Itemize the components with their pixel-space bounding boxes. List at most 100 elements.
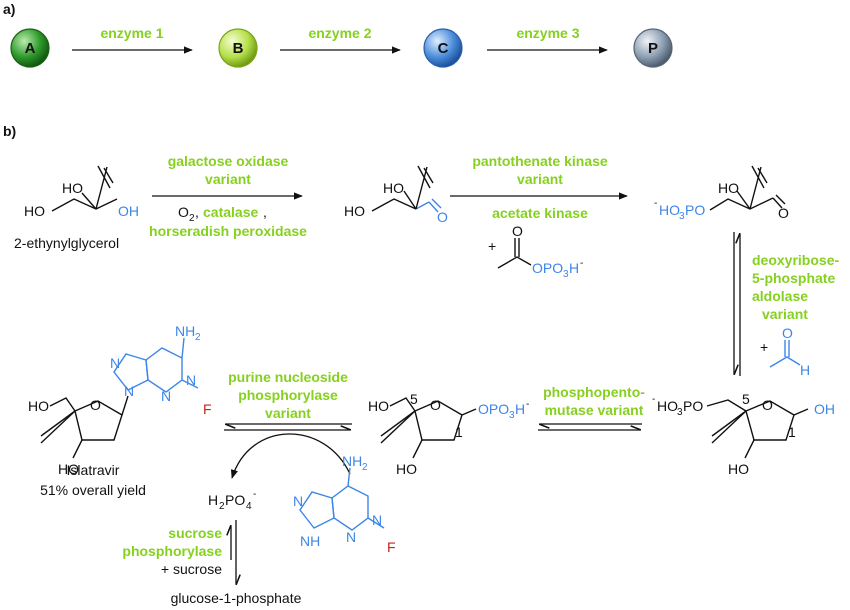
- node-P: P: [633, 28, 673, 68]
- step4-enzyme-line1: phosphopento-: [543, 384, 645, 400]
- enzyme-1-label: enzyme 1: [100, 25, 163, 41]
- node-A-label: A: [25, 40, 36, 57]
- atom-O: O: [437, 209, 448, 225]
- panel-label-b: b): [3, 123, 16, 139]
- atom-HO3PO: HO: [657, 398, 678, 414]
- atom-HO: HO: [383, 180, 404, 196]
- atom-H: H: [515, 401, 525, 417]
- atom-N: N: [110, 355, 120, 371]
- atom-subscript-3: 3: [563, 269, 569, 280]
- plus-sign: +: [488, 238, 496, 254]
- compound-name-start: 2-ethynylglycerol: [14, 235, 119, 251]
- node-A: A: [10, 28, 50, 68]
- step6-enzyme-line1: sucrose: [168, 525, 222, 541]
- atom-H: H: [800, 362, 810, 378]
- step4-enzyme-line2: mutase variant: [545, 402, 644, 418]
- step2-enzyme-line1: pantothenate kinase: [472, 153, 608, 169]
- enzyme-3-label: enzyme 3: [516, 25, 579, 41]
- node-B: B: [218, 28, 258, 68]
- enzyme-2-label: enzyme 2: [308, 25, 371, 41]
- phosphate-ion: H 2 PO 4 -: [208, 489, 256, 512]
- atom-N: N: [124, 383, 134, 399]
- step3-enzyme-line2: 5-phosphate: [752, 270, 835, 286]
- charge-minus: -: [652, 394, 655, 405]
- atom-subscript-2: 2: [195, 332, 201, 343]
- molecule-phosphorylated-aldehyde: - HO 3 PO HO O: [654, 165, 789, 222]
- molecule-2-ethynylglycerol: HO HO OH 2-ethynylglycerol: [14, 165, 139, 251]
- node-P-label: P: [648, 40, 658, 57]
- locant-5: 5: [410, 391, 418, 407]
- atom-PO: PO: [225, 492, 245, 508]
- molecule-deoxyribose-1-phosphate: HO O OPO 3 H - HO 5 1: [368, 391, 529, 477]
- step1-enzyme-line2: variant: [205, 171, 251, 187]
- charge-minus: -: [253, 489, 256, 500]
- step2-enzyme2: acetate kinase: [492, 205, 588, 221]
- atom-subscript-3: 3: [677, 407, 683, 418]
- atom-O: O: [778, 205, 789, 221]
- step5-enzyme-line3: variant: [265, 405, 311, 421]
- step6-enzyme-line2: phosphorylase: [122, 543, 222, 559]
- step1-enzyme-line1: galactose oxidase: [168, 153, 289, 169]
- locant-1: 1: [788, 424, 796, 440]
- atom-N: N: [293, 493, 303, 509]
- atom-HO: HO: [62, 180, 83, 196]
- atom-HO: HO: [58, 461, 79, 477]
- atom-HO: HO: [728, 461, 749, 477]
- atom-OH: OH: [814, 401, 835, 417]
- step1-reagent-line2: horseradish peroxidase: [149, 223, 307, 239]
- atom-subscript-3: 3: [679, 211, 685, 222]
- atom-subscript-2: 2: [189, 213, 195, 224]
- atom-subscript-2: 2: [219, 501, 225, 512]
- atom-HO: HO: [24, 203, 45, 219]
- islatravir-name: Islatravir: [67, 462, 120, 478]
- step1-reagents: O 2 , catalase ,: [178, 204, 267, 224]
- atom-NH2: NH: [342, 453, 362, 469]
- step2-enzyme-line2: variant: [517, 171, 563, 187]
- atom-OH: OH: [118, 203, 139, 219]
- step5-enzyme-line1: purine nucleoside: [228, 369, 348, 385]
- atom-OPO3H: OPO: [478, 401, 509, 417]
- atom-PO: PO: [683, 398, 703, 414]
- atom-N: N: [346, 529, 356, 545]
- panel-label-a: a): [3, 1, 15, 17]
- reagent-comma: ,: [195, 204, 199, 220]
- atom-O: O: [430, 397, 441, 413]
- islatravir-yield: 51% overall yield: [40, 482, 146, 498]
- atom-NH2: NH: [175, 323, 195, 339]
- atom-HO: HO: [368, 398, 389, 414]
- atom-PO: PO: [685, 202, 705, 218]
- atom-N: N: [186, 372, 196, 388]
- node-B-label: B: [233, 40, 244, 57]
- atom-subscript-4: 4: [246, 501, 252, 512]
- atom-H: H: [208, 492, 218, 508]
- node-C: C: [423, 28, 463, 68]
- atom-HO3PO: HO: [659, 202, 680, 218]
- molecule-deoxyribose-5-phosphate: - HO 3 PO O OH HO 5 1: [652, 391, 835, 477]
- atom-N: N: [161, 388, 171, 404]
- step3-enzyme-line4: variant: [762, 306, 808, 322]
- sucrose-label: + sucrose: [161, 561, 222, 577]
- charge-minus: -: [580, 258, 583, 269]
- acetyl-phosphate: + O OPO 3 H -: [488, 223, 583, 280]
- atom-HO: HO: [718, 180, 739, 196]
- node-C-label: C: [438, 40, 449, 57]
- curved-arrow: [230, 433, 351, 479]
- step5-enzyme-line2: phosphorylase: [238, 387, 338, 403]
- atom-NH: NH: [300, 533, 320, 549]
- atom-F: F: [203, 401, 212, 417]
- atom-O: O: [762, 397, 773, 413]
- molecule-aldehyde: HO HO O: [344, 165, 448, 225]
- locant-5: 5: [742, 391, 750, 407]
- atom-HO: HO: [344, 203, 365, 219]
- charge-minus: -: [526, 399, 529, 410]
- atom-O: O: [512, 223, 523, 239]
- atom-O: O: [782, 325, 793, 341]
- step3-enzyme-line3: aldolase: [752, 288, 808, 304]
- charge-minus: -: [654, 198, 657, 209]
- molecule-2-fluoroadenine: NH N N N NH 2 F: [293, 453, 396, 555]
- atom-OPO3H: OPO: [532, 260, 563, 276]
- atom-F: F: [387, 539, 396, 555]
- atom-N: N: [372, 512, 382, 528]
- locant-1: 1: [455, 424, 463, 440]
